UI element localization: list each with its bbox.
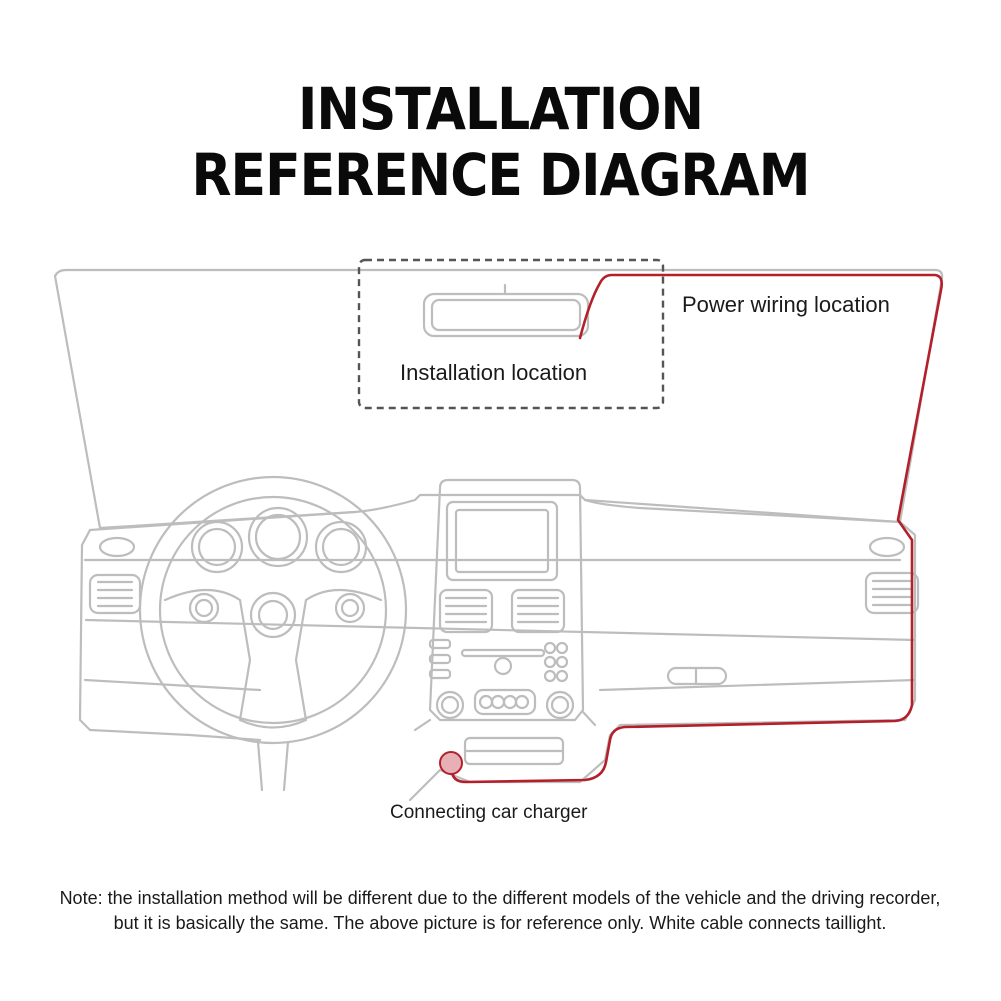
center-console <box>428 478 585 722</box>
steering-hub <box>249 591 297 639</box>
center-vent-left <box>438 588 494 634</box>
charger-socket <box>439 751 463 775</box>
wheel-button-right <box>334 592 366 624</box>
steering-wheel-outer <box>138 475 408 745</box>
center-vent-right <box>510 588 566 634</box>
car-charger-label: Connecting car charger <box>390 802 588 823</box>
knob-right <box>545 690 575 720</box>
cd-slot <box>460 648 546 658</box>
dashboard-lines <box>83 558 917 692</box>
dashboard-left <box>78 528 262 742</box>
gauge-right <box>314 520 368 574</box>
title-line-2: REFERENCE DIAGRAM <box>191 142 811 210</box>
left-vent <box>88 573 142 615</box>
installation-note: Note: the installation method will be di… <box>59 888 941 933</box>
dashboard-top <box>88 498 917 802</box>
right-vent <box>864 571 920 615</box>
steering-column <box>256 740 290 792</box>
right-speaker <box>868 536 906 558</box>
power-wire <box>450 273 944 784</box>
left-speaker <box>98 536 136 558</box>
windshield-outline <box>53 268 944 530</box>
steering-wheel-inner <box>158 495 388 725</box>
installation-location-label: Installation location <box>400 360 588 385</box>
infotainment-screen <box>445 500 559 582</box>
knob-left <box>435 690 465 720</box>
wheel-button-left <box>188 592 220 624</box>
power-wiring-label: Power wiring location <box>682 292 890 317</box>
steering-wheel-spokes <box>163 588 383 729</box>
installation-location-box <box>357 258 665 410</box>
gauge-center <box>247 506 309 568</box>
gauge-left <box>190 520 244 574</box>
title-line-1: INSTALLATION <box>297 76 704 144</box>
